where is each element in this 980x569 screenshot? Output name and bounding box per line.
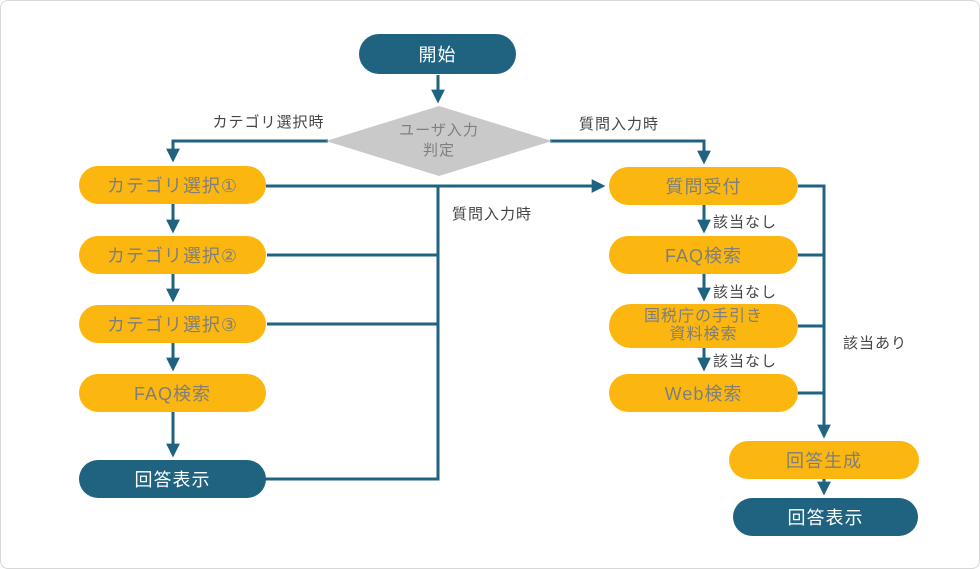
node-category-select-1-label: カテゴリ選択① [106,176,239,196]
node-category-select-2: カテゴリ選択② [79,236,266,274]
edge-label-no-match-3: 該当なし [713,353,778,370]
edge-decision-to-cat1 [166,139,328,163]
node-category-select-2-label: カテゴリ選択② [106,246,239,266]
edge-label-no-match-1: 該当なし [713,214,778,231]
node-start: 開始 [359,34,516,74]
node-category-select-3: カテゴリ選択③ [79,305,266,343]
node-category-select-3-label: カテゴリ選択③ [106,315,239,335]
node-answer-display-left: 回答表示 [79,460,266,498]
node-answer-display-right-label: 回答表示 [787,508,864,528]
node-start-label: 開始 [418,45,457,65]
edge-label-match: 該当あり [843,335,908,352]
node-web-search: Web検索 [609,374,798,412]
node-decision-line1: ユーザ入力 [399,121,479,139]
node-answer-generate: 回答生成 [729,441,919,479]
node-answer-generate-label: 回答生成 [786,451,862,471]
edge-rail-to-generate [798,184,831,439]
node-category-select-1: カテゴリ選択① [79,166,266,204]
node-nta-guide-search-line2: 資料検索 [669,326,738,343]
node-faq-search-right-label: FAQ検索 [664,246,742,266]
node-question-intake-label: 質問受付 [665,177,742,197]
edge-label-question-input-right: 質問入力時 [578,116,659,133]
node-answer-display-left-label: 回答表示 [134,470,211,490]
node-faq-search-left-label: FAQ検索 [133,384,211,404]
node-decision-line2: 判定 [422,142,455,159]
node-web-search-label: Web検索 [664,384,743,404]
edge-label-category-selected: カテゴリ選択時 [212,114,325,131]
node-faq-search-left: FAQ検索 [79,374,266,412]
node-answer-display-right: 回答表示 [733,498,918,536]
edge-trunk-vertical [265,186,440,481]
node-nta-guide-search: 国税庁の手引き 資料検索 [609,304,798,348]
edge-label-question-input-middle: 質問入力時 [452,206,533,223]
edge-decision-to-intake [550,139,711,165]
node-nta-guide-search-line1: 国税庁の手引き [643,307,763,325]
node-faq-search-right: FAQ検索 [609,236,798,274]
edge-label-no-match-2: 該当なし [713,284,778,301]
node-question-intake: 質問受付 [609,167,798,205]
